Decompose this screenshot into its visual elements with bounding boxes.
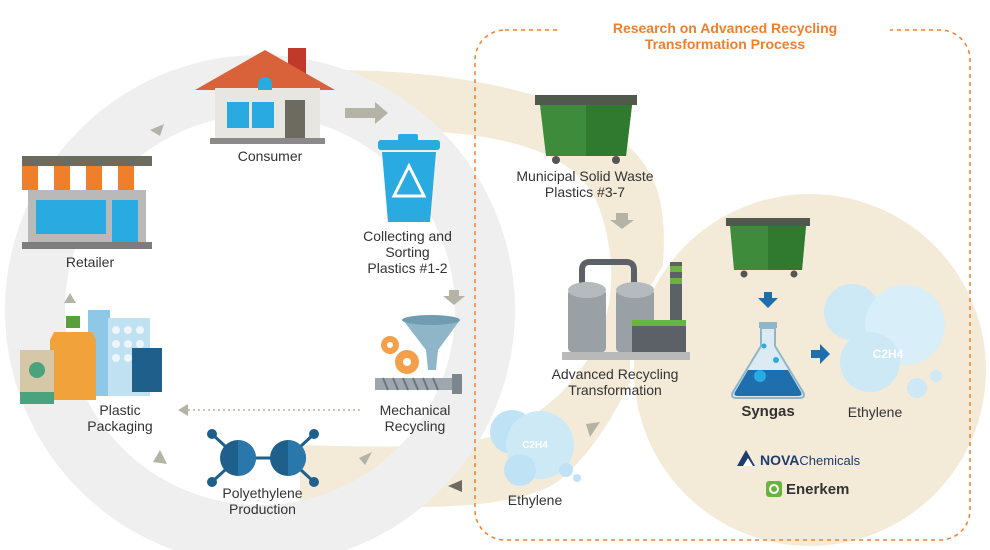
mechanical-label: Mechanical Recycling [355,402,475,434]
advanced-label: Advanced Recycling Transformation [535,366,695,398]
syngas-circle [630,190,990,550]
research-title-line2: Transformation Process [644,36,806,52]
collecting-label: Collecting and Sorting Plastics #1-2 [345,228,470,276]
advanced-loop-band [300,70,664,508]
arrow-poly-to-pack [153,450,167,464]
msw-line1: Municipal Solid Waste [516,168,654,184]
polyethylene-line1: Polyethylene [222,485,303,501]
collecting-line3: Plastics #1-2 [367,260,448,276]
arrow-pack-to-retailer [64,293,76,303]
syngas-label: Syngas [741,403,795,420]
collecting-line2: Sorting [385,244,430,260]
dumpster-icon [535,95,637,164]
c2h4-left: C2H4 [522,440,548,451]
molecule-icon [207,429,319,487]
arrow-dotted-head [178,404,188,416]
arrow-msw-down [610,213,634,229]
arrow-mech-to-poly [359,452,372,465]
arrow-retailer-to-consumer [150,124,164,136]
funnel-gears-icon [375,315,462,394]
msw-label: Municipal Solid Waste Plastics #3-7 [500,168,670,200]
plastic-packaging-line2: Packaging [87,418,153,434]
collecting-line1: Collecting and [363,228,452,244]
arrow-bin-to-mechanical [443,290,465,305]
arrow-ethylene-to-poly [448,480,462,492]
ethylene-left-label: Ethylene [507,492,563,508]
recycle-bin-icon [378,134,440,222]
dumpster-right-icon [726,218,810,278]
arrow-adv-to-ethylene [586,422,600,437]
advanced-line2: Transformation [568,382,662,398]
enerkem-logo-icon [766,481,782,497]
retailer-label: Retailer [65,254,115,270]
mechanical-line2: Recycling [384,418,446,434]
polyethylene-line2: Production [229,501,296,517]
consumer-label: Consumer [237,148,303,164]
arrow-dumpster-to-flask [758,292,778,308]
refinery-icon [562,259,690,360]
arrow-flask-to-ethylene [811,344,830,364]
bubbles-right-icon [824,284,945,398]
nova-logo-icon [737,450,755,466]
research-title: Research on Advanced Recycling Transform… [560,20,890,52]
mechanical-line1: Mechanical [379,402,451,418]
nova-logo-bold: NOVA [760,452,800,468]
nova-logo-light: Chemicals [799,453,861,468]
bubbles-icon [490,410,581,486]
nova-logo: NOVAChemicals [760,452,860,468]
enerkem-logo: Enerkem [786,481,850,498]
packaging-icon [20,310,162,404]
c2h4-right: C2H4 [872,347,904,361]
arrow-consumer-to-bin [345,102,388,124]
research-title-line1: Research on Advanced Recycling [612,20,838,36]
flask-icon [731,322,805,399]
house-icon [195,48,335,144]
polyethylene-label: Polyethylene Production [200,485,325,517]
advanced-line1: Advanced Recycling [551,366,679,382]
loop-arrows [64,102,634,492]
msw-line2: Plastics #3-7 [544,184,626,200]
plastic-packaging-label: Plastic Packaging [70,402,170,434]
plastic-packaging-line1: Plastic [99,402,141,418]
store-icon [22,156,152,249]
ethylene-right-label: Ethylene [847,404,903,420]
